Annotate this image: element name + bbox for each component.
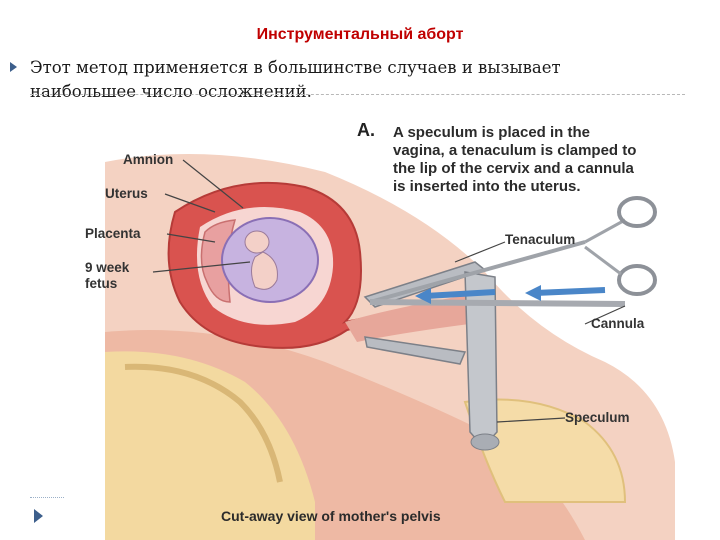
label-fetus: 9 week fetus: [85, 260, 129, 292]
label-speculum: Speculum: [565, 410, 630, 426]
label-tenaculum: Tenaculum: [505, 232, 575, 248]
slide-title: Инструментальный аборт: [0, 26, 720, 44]
medical-illustration: A. A speculum is placed in the vagina, a…: [65, 102, 720, 540]
caption-text: A speculum is placed in the vagina, a te…: [393, 124, 713, 196]
nav-dots: [30, 497, 64, 498]
label-amnion: Amnion: [123, 152, 173, 168]
label-uterus: Uterus: [105, 186, 148, 202]
divider: [30, 94, 685, 95]
caption-letter: A.: [357, 122, 375, 138]
bullet-arrow-icon: [10, 62, 17, 72]
bullet-text: Этот метод применяется в большинстве слу…: [30, 56, 670, 104]
label-placenta: Placenta: [85, 226, 141, 242]
figure-bottom-caption: Cut-away view of mother's pelvis: [221, 508, 441, 524]
label-cannula: Cannula: [591, 316, 644, 332]
next-slide-arrow-icon[interactable]: [34, 509, 43, 523]
